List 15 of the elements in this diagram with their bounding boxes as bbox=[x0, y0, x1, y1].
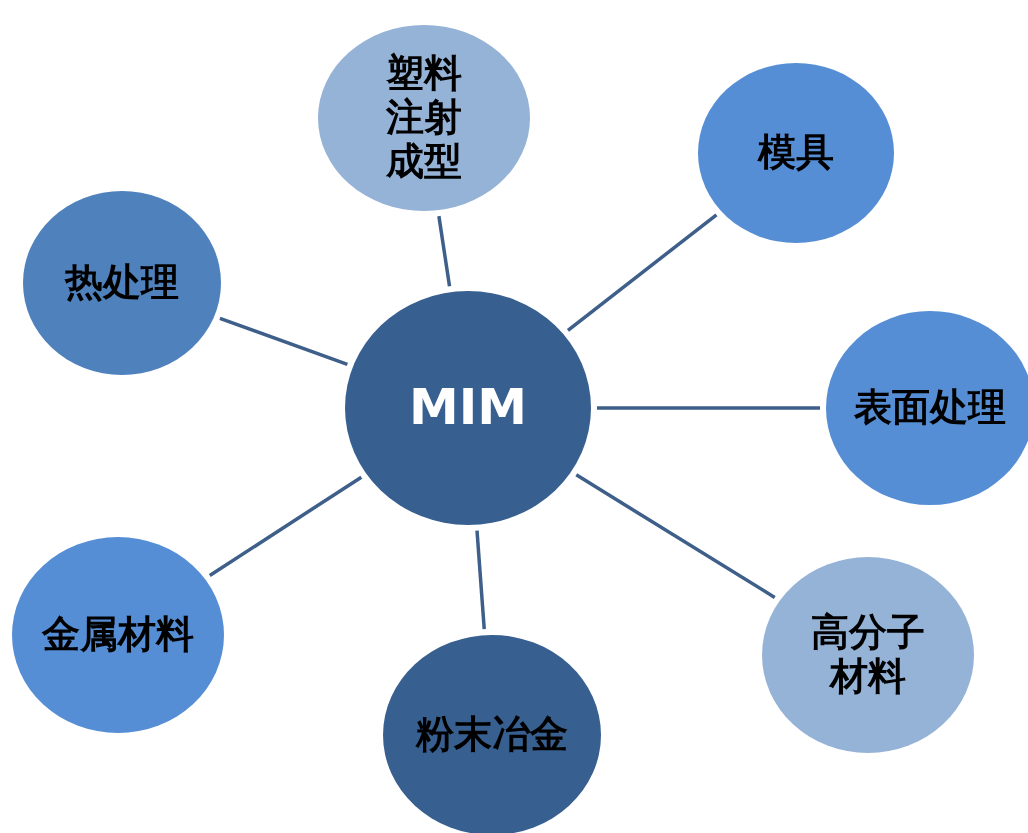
circle-label: 表面处理 bbox=[854, 386, 1006, 430]
connector-line bbox=[597, 406, 820, 410]
circle-label: 热处理 bbox=[65, 261, 179, 305]
connector-line bbox=[475, 530, 486, 630]
connector-line bbox=[566, 213, 718, 332]
connector-line bbox=[219, 316, 348, 367]
circle-label: 粉末冶金 bbox=[416, 713, 568, 757]
circle-label: 模具 bbox=[758, 131, 834, 175]
connector-line bbox=[437, 215, 452, 287]
connector-line bbox=[575, 473, 776, 599]
circle-label: 金属材料 bbox=[42, 613, 194, 657]
circle-label: 高分子材料 bbox=[810, 611, 926, 699]
circle-label: 塑料注射成型 bbox=[385, 52, 463, 184]
circle-label: MIM bbox=[408, 379, 528, 437]
connector-line bbox=[208, 475, 363, 577]
